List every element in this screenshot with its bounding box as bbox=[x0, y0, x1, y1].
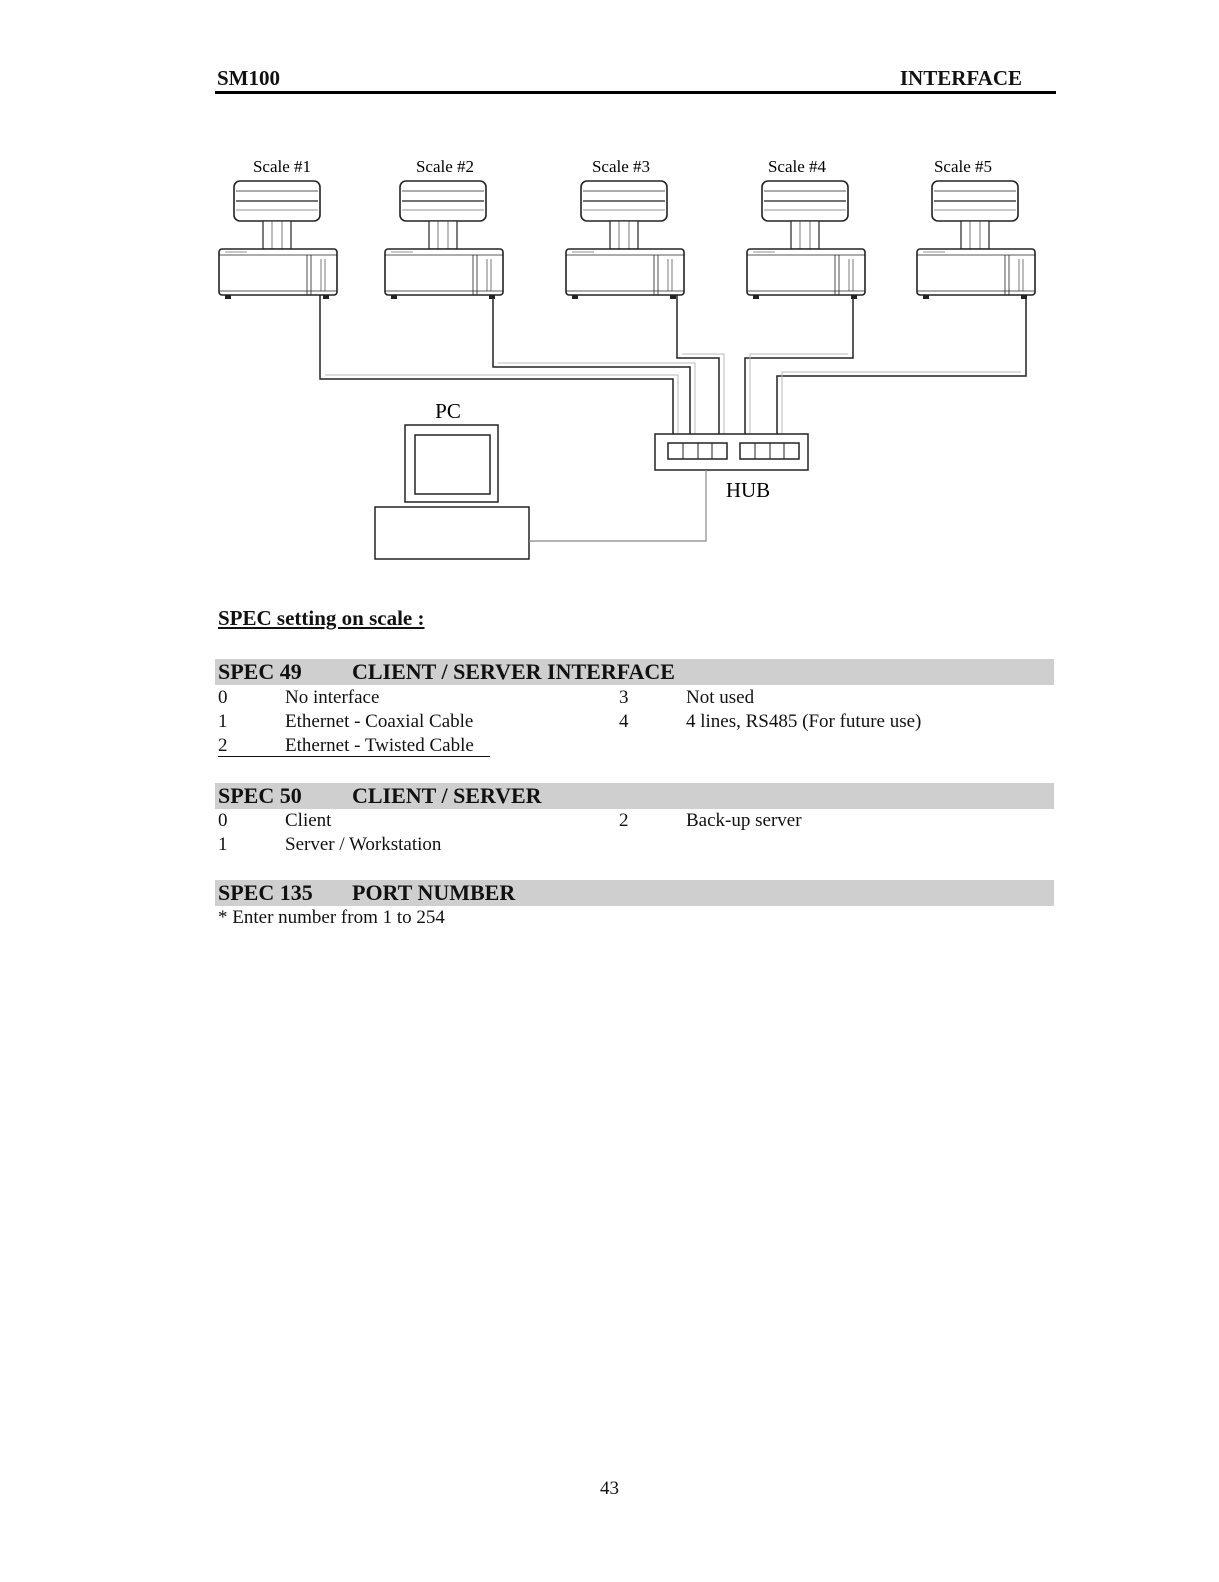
spec-49-option-2-underline bbox=[218, 756, 490, 757]
scale-icon-3 bbox=[565, 180, 685, 300]
spec-code: SPEC 135 bbox=[218, 880, 313, 905]
cable-scale-2 bbox=[492, 295, 691, 442]
spec-code: SPEC 50 bbox=[218, 783, 302, 808]
scale-icon-4 bbox=[746, 180, 866, 300]
scale-label-5: Scale #5 bbox=[934, 157, 992, 176]
spec-code: SPEC 49 bbox=[218, 659, 302, 684]
spec-135-header: SPEC 135 PORT NUMBER bbox=[215, 880, 1054, 906]
hub-icon bbox=[654, 433, 809, 471]
scale-icon-1 bbox=[218, 180, 338, 300]
cable-scale-4 bbox=[744, 295, 854, 442]
hub-label: HUB bbox=[726, 478, 770, 502]
network-cables bbox=[319, 295, 1027, 442]
page-header: SM100 INTERFACE bbox=[215, 66, 1056, 96]
cable-scale-3 bbox=[676, 295, 720, 442]
cable-scale-5 bbox=[776, 295, 1027, 442]
header-rule bbox=[215, 91, 1056, 94]
pc-icon bbox=[374, 424, 530, 560]
cable-pc bbox=[529, 470, 707, 542]
scale-icon-2 bbox=[384, 180, 504, 300]
page-number: 43 bbox=[600, 1478, 619, 1499]
cable-scale-1 bbox=[319, 295, 674, 442]
spec-49-header: SPEC 49 CLIENT / SERVER INTERFACE bbox=[215, 659, 1054, 685]
scale-label-4: Scale #4 bbox=[768, 157, 827, 176]
header-model: SM100 bbox=[217, 66, 280, 90]
spec-name: CLIENT / SERVER INTERFACE bbox=[352, 659, 675, 684]
spec-name: CLIENT / SERVER bbox=[352, 783, 542, 808]
scale-icon-5 bbox=[916, 180, 1036, 300]
spec-section-title: SPEC setting on scale : bbox=[218, 606, 425, 630]
spec-135-note: * Enter number from 1 to 254 bbox=[218, 907, 445, 928]
network-diagram: Scale #1 Scale #2 Scale #3 Scale #4 Scal… bbox=[218, 157, 1036, 560]
scale-label-1: Scale #1 bbox=[253, 157, 311, 176]
spec-50-header: SPEC 50 CLIENT / SERVER bbox=[215, 783, 1054, 809]
scale-label-2: Scale #2 bbox=[416, 157, 474, 176]
header-section: INTERFACE bbox=[899, 66, 1022, 90]
scale-label-3: Scale #3 bbox=[592, 157, 650, 176]
spec-name: PORT NUMBER bbox=[352, 880, 516, 905]
pc-label: PC bbox=[435, 399, 461, 423]
